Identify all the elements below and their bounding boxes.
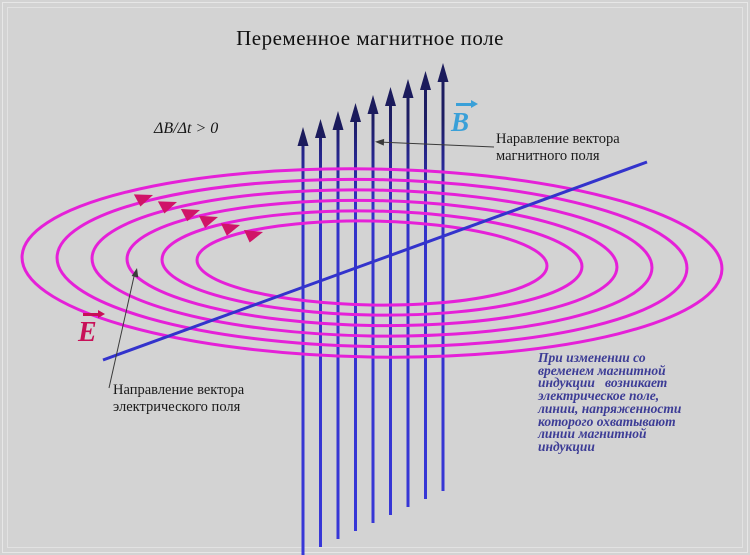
e-vector-label: E (78, 310, 105, 348)
description-line: временем магнитной (538, 362, 666, 378)
vector-arrow-icon (83, 310, 105, 318)
e-field-line (125, 198, 619, 328)
electric-direction-line2: электрического поля (113, 398, 241, 415)
b-vector-letter: B (451, 107, 470, 137)
arrow-up-icon (385, 87, 396, 106)
arrow-right-icon (198, 215, 218, 229)
arrow-right-icon (133, 194, 153, 207)
description-line: индукции (538, 438, 595, 454)
arrow-right-icon (180, 209, 200, 222)
electric-pointer (108, 268, 139, 389)
vector-arrow-icon (456, 100, 478, 108)
b-field-arrowheads (297, 63, 449, 146)
delta-b-formula: ΔB/Δt > 0 (154, 120, 219, 137)
e-field-line (55, 177, 689, 349)
electric-direction-line1: Направление вектора (113, 382, 245, 398)
description-line: При изменении со (538, 350, 646, 365)
description-line: индукции возникает (538, 375, 668, 391)
e-field-arrowheads (133, 194, 263, 243)
b-vector-label: B (451, 100, 478, 137)
magnetic-direction-label: Наравление вектора магнитного поля (496, 131, 620, 164)
magnetic-pointer (375, 138, 495, 148)
arrow-left-icon (375, 138, 385, 146)
description-line: которого охватывают (538, 413, 676, 429)
description-line: линии магнитной (538, 426, 647, 442)
arrow-up-icon (131, 268, 139, 278)
arrow-right-icon (220, 223, 240, 236)
description-text: При изменении со временем магнитной инду… (538, 350, 718, 454)
arrow-right-icon (157, 201, 177, 214)
arrow-up-icon (350, 103, 361, 122)
magnetic-field-lines (297, 63, 449, 555)
e-field-line (160, 209, 584, 317)
plane-diagonal-line (102, 160, 648, 362)
e-field-line (90, 188, 654, 338)
diagram-title: Переменное магнитное поле (236, 26, 504, 50)
arrow-up-icon (420, 71, 431, 90)
electric-field-ellipses (20, 167, 724, 359)
arrow-up-icon (402, 79, 414, 98)
description-line: линии, напряженности (538, 400, 682, 416)
e-field-line (20, 167, 724, 359)
arrow-up-icon (297, 127, 309, 146)
e-field-line (195, 219, 549, 307)
arrow-up-icon (332, 111, 344, 130)
arrow-right-icon (243, 230, 263, 243)
magnetic-direction-line2: магнитного поля (496, 147, 600, 164)
arrow-up-icon (437, 63, 449, 82)
e-vector-letter: E (78, 317, 97, 348)
magnetic-direction-line1: Наравление вектора (496, 131, 620, 147)
electric-direction-label: Направление вектора электрического поля (113, 382, 244, 415)
arrow-up-icon (367, 95, 379, 114)
description-line: электрическое поле, (538, 388, 660, 404)
arrow-up-icon (315, 119, 326, 138)
